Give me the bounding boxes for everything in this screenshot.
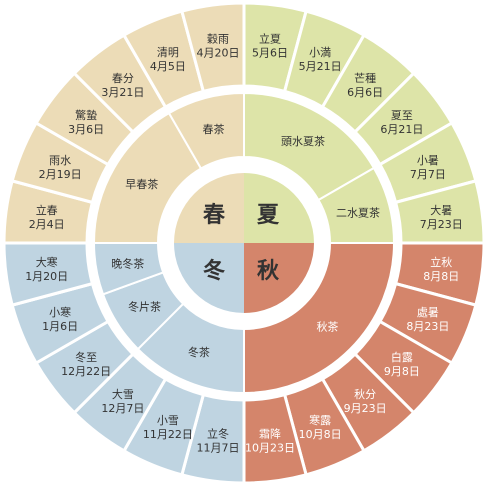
solar-term-name: 秋分 [354,387,376,401]
solar-term-date: 9月8日 [384,365,420,378]
season-label: 秋 [257,259,280,284]
solar-term-name: 大寒 [36,255,58,269]
solar-term-date: 8月8日 [423,270,459,283]
solar-term-date: 2月4日 [29,218,65,231]
tea-harvest-label: 冬片茶 [128,299,161,313]
solar-term-name: 立春 [36,203,58,217]
tea-harvest-label: 早春茶 [125,178,158,191]
solar-term-name: 芒種 [354,71,376,85]
solar-term-name: 立秋 [430,255,452,269]
solar-term-date: 1月20日 [25,270,68,283]
solar-term-date: 4月5日 [150,60,186,73]
solar-term-name: 冬至 [75,350,97,364]
solar-term-name: 清明 [157,46,179,59]
solar-term-date: 9月23日 [344,402,387,415]
solar-term-date: 11月7日 [197,441,240,454]
solar-term-name: 小暑 [417,154,439,167]
solar-term-name: 驚蟄 [75,108,97,122]
solar-term-name: 大暑 [430,203,452,217]
solar-term-name: 小寒 [49,305,71,319]
tea-harvest-label: 秋茶 [316,319,338,333]
solar-term-name: 雨水 [49,154,71,167]
tea-harvest-label: 頭水夏茶 [281,135,325,148]
solar-term-name: 立冬 [207,426,229,440]
solar-term-name: 霜降 [259,426,281,440]
season-core: 春 夏秋 冬 [174,173,314,313]
solar-term-name: 小満 [309,46,331,59]
solar-term-date: 7月23日 [420,218,463,231]
solar-term-date: 5月6日 [252,47,288,60]
solar-term-ring: 立春2月4日雨水2月19日驚蟄3月6日春分3月21日清明4月5日穀雨4月20日立… [2,1,486,485]
solar-term-date: 4月20日 [197,47,240,60]
solar-term-name: 立夏 [259,32,281,46]
solar-term-date: 12月7日 [101,402,144,415]
solar-term-segment [2,241,95,307]
solar-term-date: 8月23日 [406,320,449,333]
solar-term-date: 3月21日 [101,86,144,99]
season-label: 夏 [257,203,280,228]
solar-term-date: 6月6日 [347,86,383,99]
tea-harvest-label: 冬茶 [188,345,210,359]
solar-term-date: 10月23日 [245,441,295,454]
solar-term-date: 1月6日 [42,320,78,333]
solar-term-date: 2月19日 [39,168,82,181]
solar-term-date: 7月7日 [410,168,446,181]
season-quadrant [174,173,244,243]
solar-term-name: 白露 [391,350,413,364]
tea-harvest-segment [92,242,165,296]
tea-harvest-label: 春茶 [202,123,224,136]
solar-term-name: 寒露 [309,413,331,427]
solar-term-name: 穀雨 [207,33,229,46]
solar-term-name: 春分 [112,72,134,85]
solar-term-name: 大雪 [112,387,134,401]
season-quadrant [244,243,314,313]
tea-harvest-label: 二水夏茶 [336,206,380,219]
season-quadrant [244,173,314,243]
solar-term-date: 5月21日 [299,60,342,73]
solar-term-name: 夏至 [391,109,413,122]
solar-term-date: 6月21日 [380,123,423,136]
tea-harvest-label: 晚冬茶 [111,256,144,270]
season-label: 冬 [203,258,225,284]
season-label: 春 [203,203,225,228]
season-quadrant [174,243,244,313]
solar-term-date: 3月6日 [68,123,104,136]
solar-term-date: 10月8日 [299,428,342,441]
tea-harvest-segment [243,242,396,395]
solar-term-date: 11月22日 [143,428,193,441]
solar-term-date: 12月22日 [61,365,111,378]
solar-term-name: 小雪 [157,414,179,427]
solar-term-name: 處暑 [417,305,439,319]
